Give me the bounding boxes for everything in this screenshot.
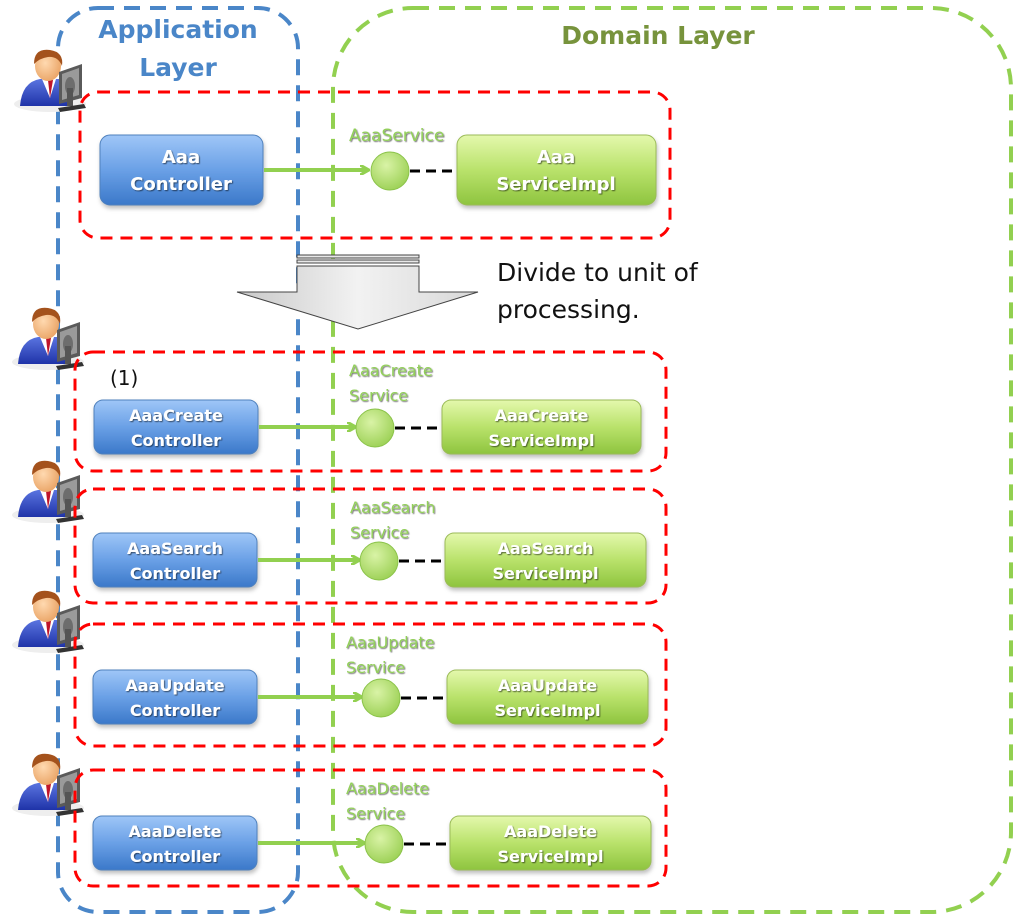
service-interface-icon[interactable]: [359, 541, 399, 581]
domain-layer-title: Domain Layer: [561, 21, 755, 50]
application-layer-boundary: [56, 6, 300, 914]
unit-group: AaaDeleteControllerAaaDeleteServiceAaaDe…: [12, 753, 668, 888]
divide-note-line2: processing.: [497, 295, 640, 324]
unit-group: AaaCreateControllerAaaCreateServiceAaaCr…: [12, 307, 668, 473]
impl-label-line2: ServiceImpl: [494, 701, 600, 720]
user-computer-icon: [12, 460, 84, 523]
impl-label-line2: ServiceImpl: [488, 431, 594, 450]
controller-label-line1: AaaSearch: [127, 539, 223, 558]
service-interface-icon[interactable]: [370, 151, 410, 191]
group-boundary: [73, 768, 668, 888]
service-interface-label-line1: AaaCreate: [349, 361, 433, 380]
unit-group: AaaUpdateControllerAaaUpdateServiceAaaUp…: [12, 590, 668, 748]
controller-label-line2: Controller: [130, 701, 220, 720]
service-interface-label-line2: Service: [346, 804, 405, 823]
service-interface-icon[interactable]: [355, 408, 395, 448]
original-group: Aaa Controller AaaService Aaa ServiceImp…: [14, 49, 672, 240]
service-interface-label-line1: AaaDelete: [346, 779, 429, 798]
unit-group: AaaSearchControllerAaaSearchServiceAaaSe…: [12, 460, 668, 605]
impl-label-line2: ServiceImpl: [496, 174, 615, 195]
group-boundary: [73, 350, 668, 473]
user-computer-icon: [12, 590, 84, 653]
controller-label-line1: AaaCreate: [129, 406, 223, 425]
domain-layer-boundary: [331, 6, 1013, 914]
user-computer-icon: [14, 49, 86, 112]
controller-label-line2: Controller: [130, 847, 220, 866]
unit-groups: AaaCreateControllerAaaCreateServiceAaaCr…: [12, 307, 668, 888]
controller-label-line2: Controller: [130, 174, 232, 195]
controller-label-line1: AaaUpdate: [125, 676, 224, 695]
impl-label-line1: AaaUpdate: [498, 676, 597, 695]
marker-label: (1): [110, 366, 138, 390]
aaa-serviceimpl-box[interactable]: Aaa ServiceImpl: [456, 134, 657, 206]
group-boundary: [73, 487, 668, 605]
impl-label-line2: ServiceImpl: [492, 564, 598, 583]
impl-label-line1: AaaDelete: [504, 822, 597, 841]
controller-label-line1: AaaDelete: [129, 822, 222, 841]
service-interface-label-line1: AaaSearch: [350, 498, 436, 517]
controller-label-line2: Controller: [131, 431, 221, 450]
group-boundary: [73, 622, 668, 748]
impl-label-line1: AaaSearch: [498, 539, 594, 558]
impl-label-line1: Aaa: [537, 147, 575, 168]
controller-label-line1: Aaa: [162, 147, 200, 168]
controller-label-line2: Controller: [130, 564, 220, 583]
service-interface-label-line2: Service: [346, 658, 405, 677]
application-layer-title-line1: Application: [98, 15, 257, 44]
service-interface-icon[interactable]: [364, 824, 404, 864]
service-interface-label-line1: AaaUpdate: [346, 633, 435, 652]
service-interface-label-line2: Service: [349, 386, 408, 405]
user-computer-icon: [12, 753, 84, 816]
service-interface-label: AaaService: [349, 126, 444, 146]
application-layer-title-line2: Layer: [139, 53, 217, 82]
aaa-controller-box[interactable]: Aaa Controller: [99, 134, 264, 206]
impl-label-line1: AaaCreate: [495, 406, 589, 425]
divide-note-line1: Divide to unit of: [497, 258, 699, 287]
service-interface-label-line2: Service: [350, 523, 409, 542]
service-interface-icon[interactable]: [361, 678, 401, 718]
divide-arrow: [236, 254, 479, 330]
impl-label-line2: ServiceImpl: [497, 847, 603, 866]
user-computer-icon: [12, 307, 84, 370]
